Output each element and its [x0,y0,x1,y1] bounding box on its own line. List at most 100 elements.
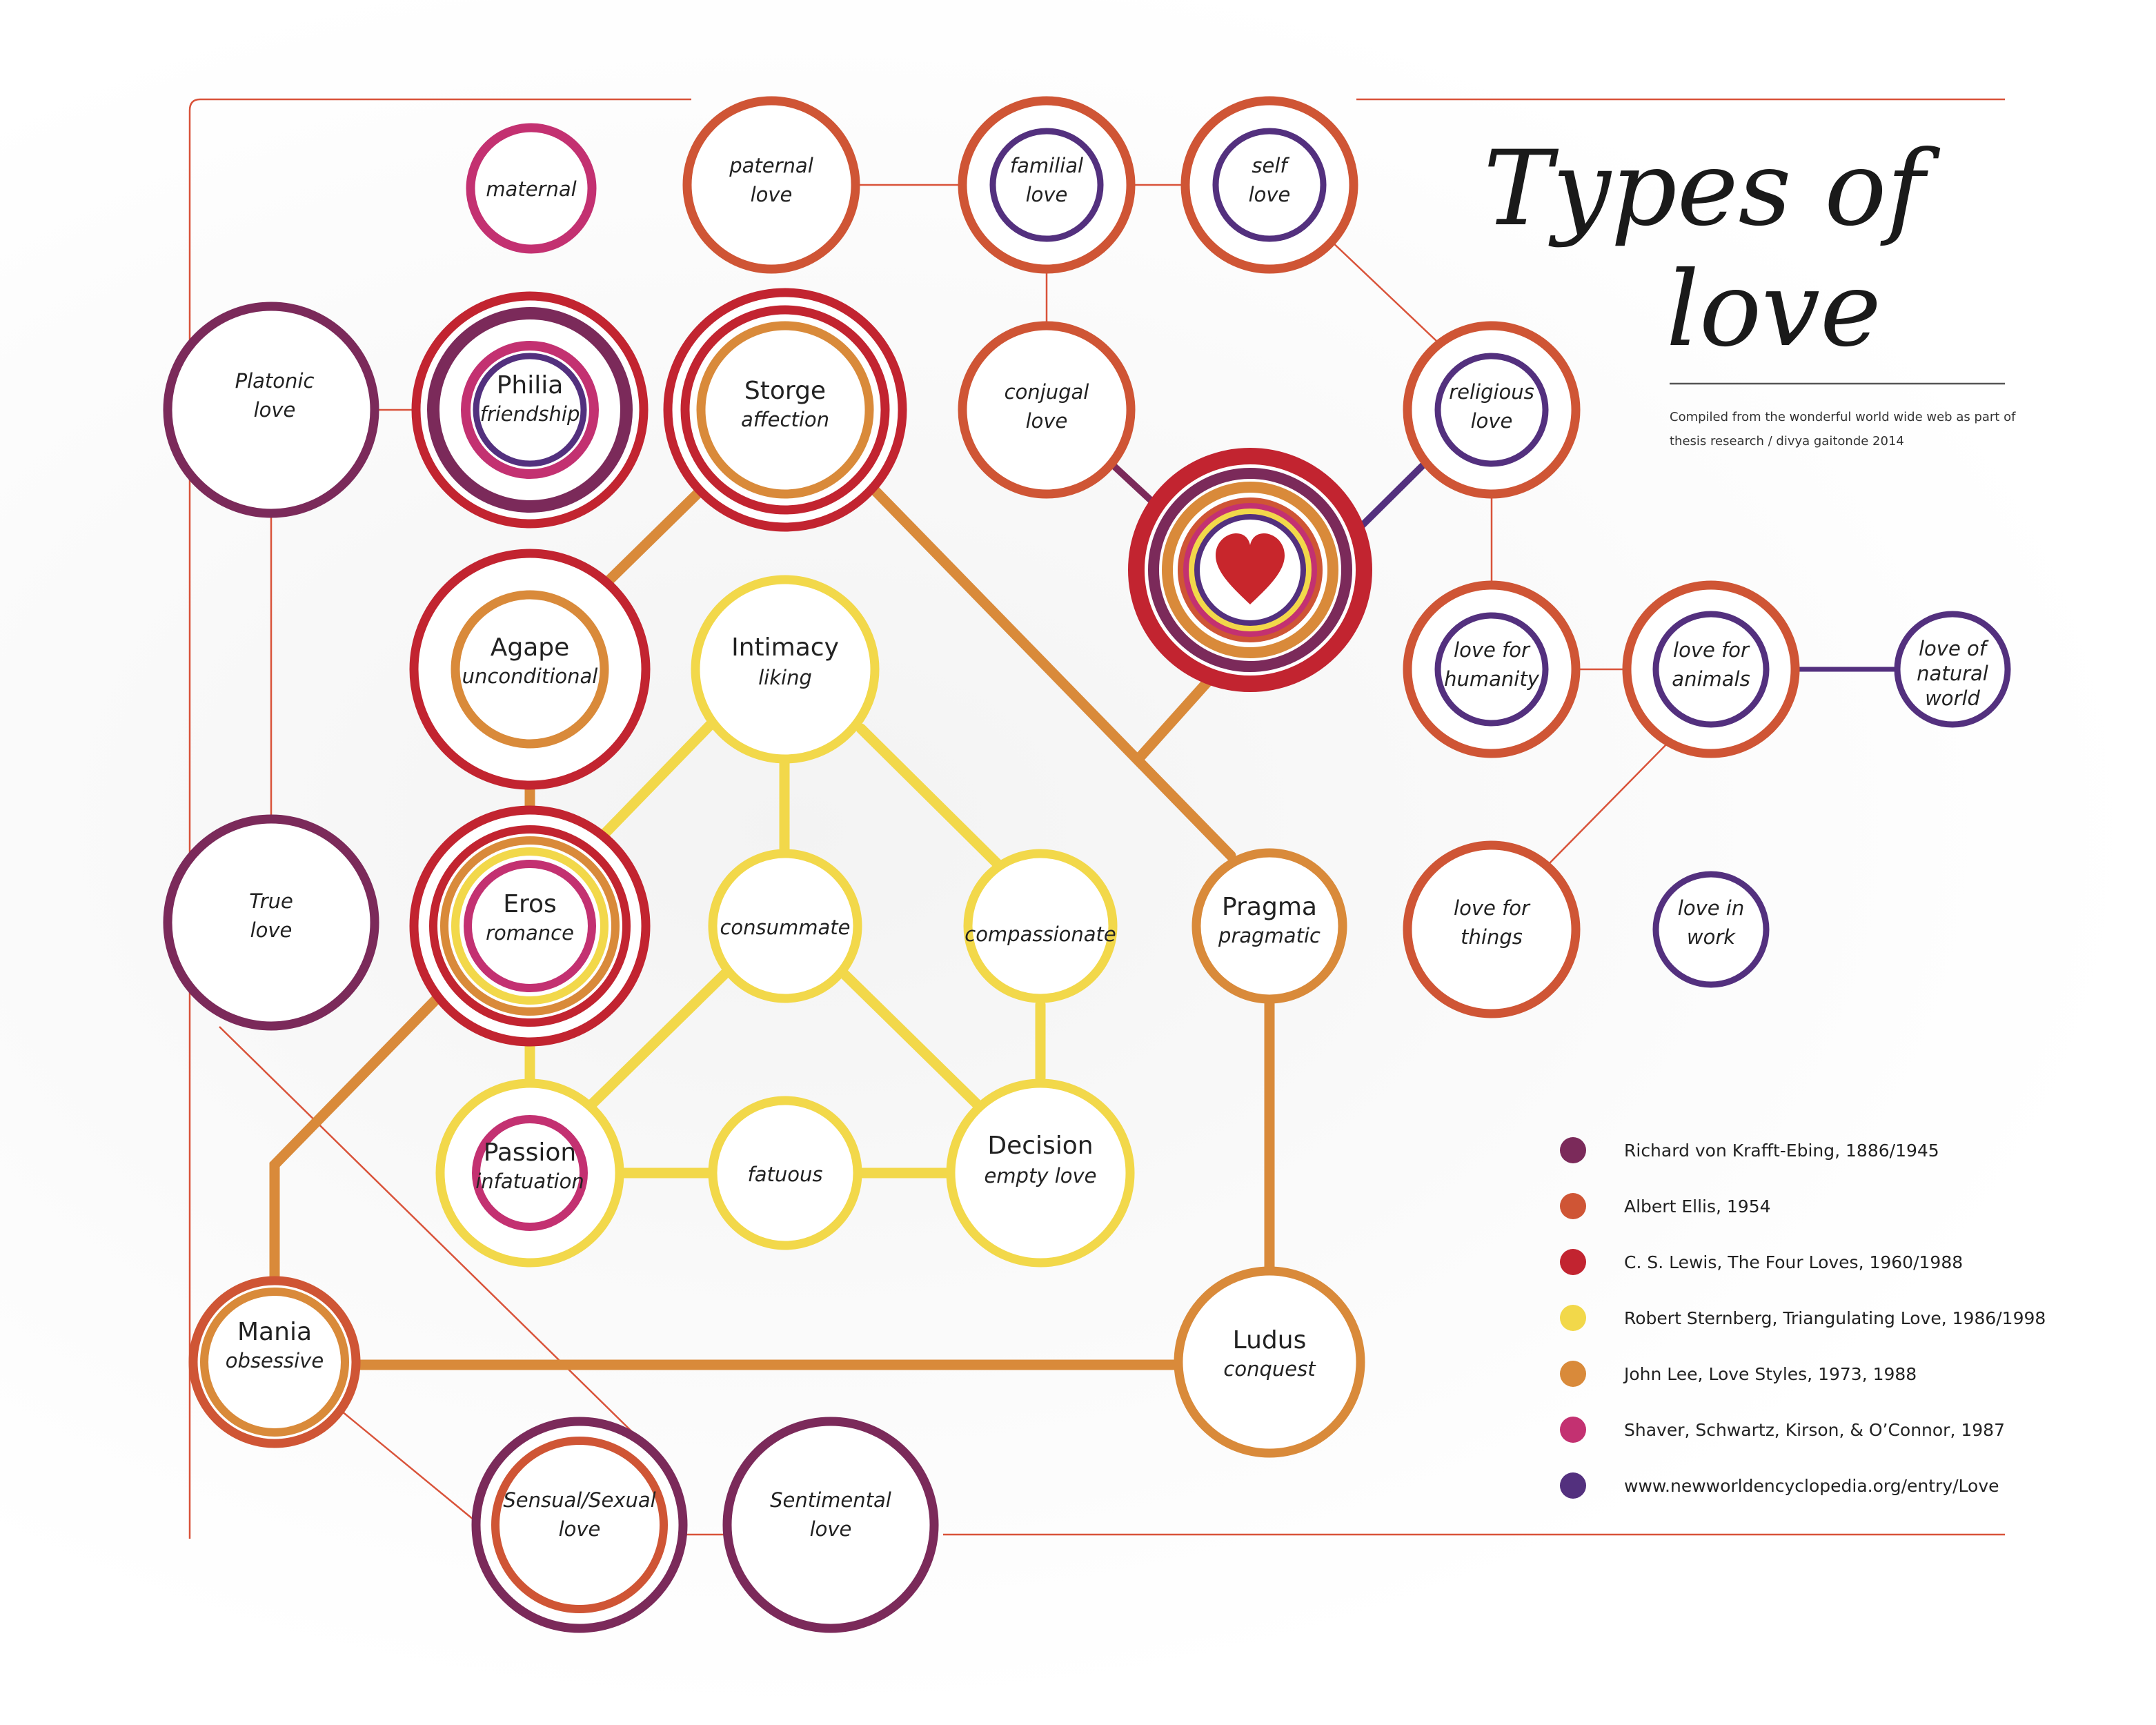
node-intimacy [691,575,880,764]
node-religious-ring-ellis [1403,321,1581,499]
node-conjugal-ring-ellis [958,321,1136,499]
node-animals-ring-nwe [1652,611,1770,728]
node-philia-ring-lewis [411,291,649,529]
node-self-ring-ellis [1180,96,1358,274]
node-compassionate [963,849,1118,1003]
node-intimacy-ring-sternberg [691,575,880,764]
node-heart-ring-lewis [1128,448,1372,692]
node-passion [435,1078,624,1268]
node-ludus-title: Ludus [1233,1326,1307,1354]
node-sentimental [722,1417,939,1633]
node-religious-label-2: love [1471,409,1513,433]
frame-top-left-corner [188,98,201,111]
node-decision-sub: empty love [984,1164,1096,1187]
node-work [1652,871,1770,988]
node-paternal-label-1: paternal [729,154,813,177]
node-maternal-ring-shaver [466,123,597,254]
node-ludus [1174,1266,1365,1458]
legend-swatch-5 [1560,1361,1586,1387]
node-sensual-label-1: Sensual/Sexual [503,1488,655,1512]
node-animals-ring-ellis [1622,580,1800,758]
node-philia [411,291,649,529]
line-animals-things [1548,739,1672,865]
node-pragma-fill [1196,853,1343,999]
node-platonic-ring-krafft [163,302,379,518]
node-philia-title: Philia [497,371,564,400]
line-consummate-decision [838,967,985,1112]
node-eros-ring-shaver [464,860,596,992]
node-conjugal-label-1: conjugal [1005,380,1089,404]
legend-swatch-1 [1560,1137,1586,1163]
node-mania-title: Mania [237,1318,312,1346]
node-consummate-label: consummate [720,916,850,939]
node-eros-ring-lee [440,836,620,1016]
legend-swatch-3 [1560,1249,1586,1275]
node-mania-fill [193,1281,356,1443]
legend-swatch-7 [1560,1472,1586,1499]
node-familial-fill [962,101,1131,269]
node-compassionate-fill [968,854,1113,998]
node-humanity [1403,580,1581,758]
node-eros-title: Eros [503,890,557,918]
node-intimacy-sub: liking [758,666,812,689]
node-work-label-2: work [1687,925,1736,949]
node-truelove [163,814,379,1031]
node-truelove-fill [168,819,375,1026]
node-decision-title: Decision [987,1132,1093,1160]
node-things-ring-ellis [1403,840,1581,1018]
legend-swatch-4 [1560,1305,1586,1331]
node-eros-ring-sternberg [451,847,609,1005]
node-maternal [466,123,597,254]
node-religious [1403,321,1581,499]
node-heart-ring-nwe [1194,514,1306,626]
node-decision-fill [951,1083,1130,1263]
node-platonic-label-1: Platonic [235,369,315,393]
node-fatuous [708,1096,862,1250]
node-platonic [163,302,379,518]
legend-label-6: Shaver, Schwartz, Kirson, & O’Connor, 19… [1624,1420,2005,1440]
node-conjugal-fill [962,326,1131,494]
node-self-label-2: love [1249,183,1291,206]
node-sensual-fill [476,1421,683,1628]
node-consummate-ring-sternberg [708,849,862,1003]
legend-label-7: www.newworldencyclopedia.org/entry/Love [1624,1476,1999,1496]
node-pragma-sub: pragmatic [1218,924,1321,947]
node-familial-ring-nwe [989,128,1104,242]
node-paternal-fill [687,101,856,269]
node-natural [1894,611,2011,728]
node-labels: maternal paternal love familial love sel… [226,154,1989,1541]
node-consummate-fill [713,854,858,998]
node-humanity-label-2: humanity [1444,667,1540,691]
node-agape-ring-lee [451,590,609,749]
node-self-label-1: self [1252,154,1289,177]
line-truelove-sensual [219,1026,664,1463]
node-familial-label-1: familial [1010,154,1083,177]
line-self-religious [1329,239,1437,342]
node-things-label-2: things [1461,925,1523,949]
node-maternal-fill [471,128,592,249]
node-truelove-label-2: love [250,918,293,942]
node-eros-ring-lewis [409,805,651,1047]
node-pragma-ring-lee [1191,848,1347,1004]
legend-swatch-6 [1560,1417,1586,1443]
node-philia-sub: friendship [480,402,580,426]
title-line-2: love [1666,250,1881,370]
node-familial [958,96,1136,274]
node-animals-label-2: animals [1672,667,1750,691]
node-intimacy-title: Intimacy [731,633,839,662]
node-fatuous-ring-sternberg [708,1096,862,1250]
node-animals [1622,580,1800,758]
heart-icon [1216,533,1285,604]
node-truelove-label-1: True [249,889,293,913]
node-philia-fill [416,296,644,524]
node-passion-sub: infatuation [475,1170,584,1193]
node-religious-label-1: religious [1449,380,1534,404]
node-mania [188,1276,361,1448]
node-rings [163,96,2011,1633]
node-passion-fill [440,1083,620,1263]
node-sensual-ring-krafft [471,1417,688,1633]
node-natural-label-2: natural [1917,662,1988,685]
node-sensual-ring-ellis [491,1437,668,1613]
node-storge-ring-lewis [663,288,907,532]
